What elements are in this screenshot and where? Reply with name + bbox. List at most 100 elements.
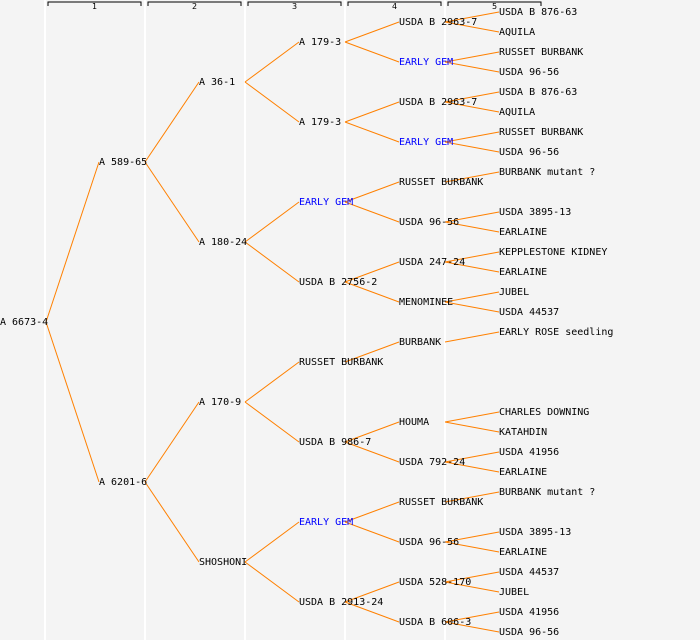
pedigree-node[interactable]: RUSSET BURBANK	[499, 47, 583, 58]
parent-link-line	[444, 21, 500, 33]
parent-link-line	[444, 421, 500, 433]
parent-link-line	[344, 101, 400, 123]
pedigree-node[interactable]: USDA B 2913-24	[299, 597, 383, 608]
generation-header-4: 4	[347, 1, 442, 11]
pedigree-node[interactable]: BURBANK mutant ?	[499, 487, 595, 498]
parent-link-line	[444, 131, 500, 143]
pedigree-node[interactable]: EARLY GEM	[299, 197, 353, 208]
pedigree-node[interactable]: EARLY GEM	[399, 137, 453, 148]
parent-link-line	[244, 561, 300, 603]
pedigree-node[interactable]: A 36-1	[199, 77, 235, 88]
parent-link-line	[444, 451, 500, 463]
pedigree-node[interactable]: USDA 3895-13	[499, 527, 571, 538]
pedigree-node[interactable]: USDA B 876-63	[499, 7, 577, 18]
parent-link-line	[144, 481, 200, 563]
generation-header-2: 2	[147, 1, 242, 11]
generation-header-1: 1	[47, 1, 142, 11]
pedigree-node[interactable]: USDA B 986-7	[299, 437, 371, 448]
pedigree-node[interactable]: EARLY ROSE seedling	[499, 327, 613, 338]
pedigree-node[interactable]: USDA B 876-63	[499, 87, 577, 98]
generation-number: 2	[192, 2, 197, 11]
parent-link-line	[444, 581, 500, 593]
pedigree-node[interactable]: SHOSHONI	[199, 557, 247, 568]
parent-link-line	[444, 221, 500, 233]
pedigree-node[interactable]: A 170-9	[199, 397, 241, 408]
pedigree-node[interactable]: USDA 792-24	[399, 457, 465, 468]
parent-link-line	[344, 581, 400, 603]
pedigree-node[interactable]: USDA 528-170	[399, 577, 471, 588]
parent-link-line	[444, 571, 500, 583]
pedigree-node[interactable]: BURBANK	[399, 337, 441, 348]
pedigree-node[interactable]: MENOMINEE	[399, 297, 453, 308]
pedigree-node[interactable]: USDA 44537	[499, 307, 559, 318]
pedigree-node[interactable]: EARLAINE	[499, 267, 547, 278]
pedigree-node[interactable]: USDA 96-56	[499, 627, 559, 638]
generation-number: 3	[292, 2, 297, 11]
parent-link-line	[244, 201, 300, 243]
pedigree-node[interactable]: EARLAINE	[499, 467, 547, 478]
pedigree-node[interactable]: USDA 247-24	[399, 257, 465, 268]
pedigree-node[interactable]: EARLY GEM	[299, 517, 353, 528]
pedigree-node[interactable]: USDA 41956	[499, 447, 559, 458]
pedigree-node[interactable]: A 180-24	[199, 237, 247, 248]
pedigree-node[interactable]: JUBEL	[499, 587, 529, 598]
pedigree-node[interactable]: A 179-3	[299, 117, 341, 128]
parent-link-line	[45, 161, 100, 323]
pedigree-node[interactable]: USDA B 2756-2	[299, 277, 377, 288]
pedigree-node[interactable]: RUSSET BURBANK	[399, 497, 483, 508]
pedigree-node[interactable]: USDA 44537	[499, 567, 559, 578]
pedigree-node[interactable]: JUBEL	[499, 287, 529, 298]
pedigree-node[interactable]: KATAHDIN	[499, 427, 547, 438]
parent-link-line	[444, 291, 500, 303]
pedigree-node[interactable]: USDA B 606-3	[399, 617, 471, 628]
pedigree-node[interactable]: KEPPLESTONE KIDNEY	[499, 247, 607, 258]
pedigree-node[interactable]: A 179-3	[299, 37, 341, 48]
pedigree-node[interactable]: USDA B 2963-7	[399, 17, 477, 28]
pedigree-node[interactable]: EARLY GEM	[399, 57, 453, 68]
pedigree-node[interactable]: USDA 96-56	[399, 217, 459, 228]
parent-link-line	[444, 491, 500, 503]
pedigree-node[interactable]: USDA 41956	[499, 607, 559, 618]
parent-link-line	[244, 401, 300, 443]
header-bracket	[47, 1, 142, 6]
pedigree-node[interactable]: A 6673-4	[0, 317, 48, 328]
generation-number: 4	[392, 2, 397, 11]
parent-link-line	[444, 531, 500, 543]
parent-link-line	[444, 61, 500, 73]
pedigree-node[interactable]: AQUILA	[499, 107, 535, 118]
parent-link-line	[444, 51, 500, 63]
pedigree-node[interactable]: USDA B 2963-7	[399, 97, 477, 108]
parent-link-line	[244, 361, 300, 403]
pedigree-node[interactable]: A 589-65	[99, 157, 147, 168]
header-bracket	[347, 1, 442, 6]
parent-link-line	[344, 521, 400, 543]
parent-link-line	[144, 81, 200, 163]
parent-link-line	[344, 421, 400, 443]
pedigree-node[interactable]: BURBANK mutant ?	[499, 167, 595, 178]
pedigree-node[interactable]: A 6201-6	[99, 477, 147, 488]
generation-number: 1	[92, 2, 97, 11]
parent-link-line	[344, 601, 400, 623]
generation-header-5: 5	[447, 1, 542, 11]
pedigree-node[interactable]: RUSSET BURBANK	[399, 177, 483, 188]
pedigree-node[interactable]: RUSSET BURBANK	[499, 127, 583, 138]
parent-link-line	[344, 201, 400, 223]
parent-link-line	[444, 141, 500, 153]
pedigree-node[interactable]: USDA 96-56	[399, 537, 459, 548]
pedigree-node[interactable]: CHARLES DOWNING	[499, 407, 589, 418]
parent-link-line	[444, 541, 500, 553]
pedigree-node[interactable]: USDA 3895-13	[499, 207, 571, 218]
pedigree-node[interactable]: AQUILA	[499, 27, 535, 38]
pedigree-node[interactable]: RUSSET BURBANK	[299, 357, 383, 368]
pedigree-node[interactable]: EARLAINE	[499, 547, 547, 558]
pedigree-node[interactable]: USDA 96-56	[499, 67, 559, 78]
parent-link-line	[444, 211, 500, 223]
parent-link-line	[344, 121, 400, 143]
pedigree-node[interactable]: EARLAINE	[499, 227, 547, 238]
pedigree-node[interactable]: USDA 96-56	[499, 147, 559, 158]
pedigree-node[interactable]: HOUMA	[399, 417, 429, 428]
parent-link-line	[444, 251, 500, 263]
parent-link-line	[344, 341, 400, 363]
